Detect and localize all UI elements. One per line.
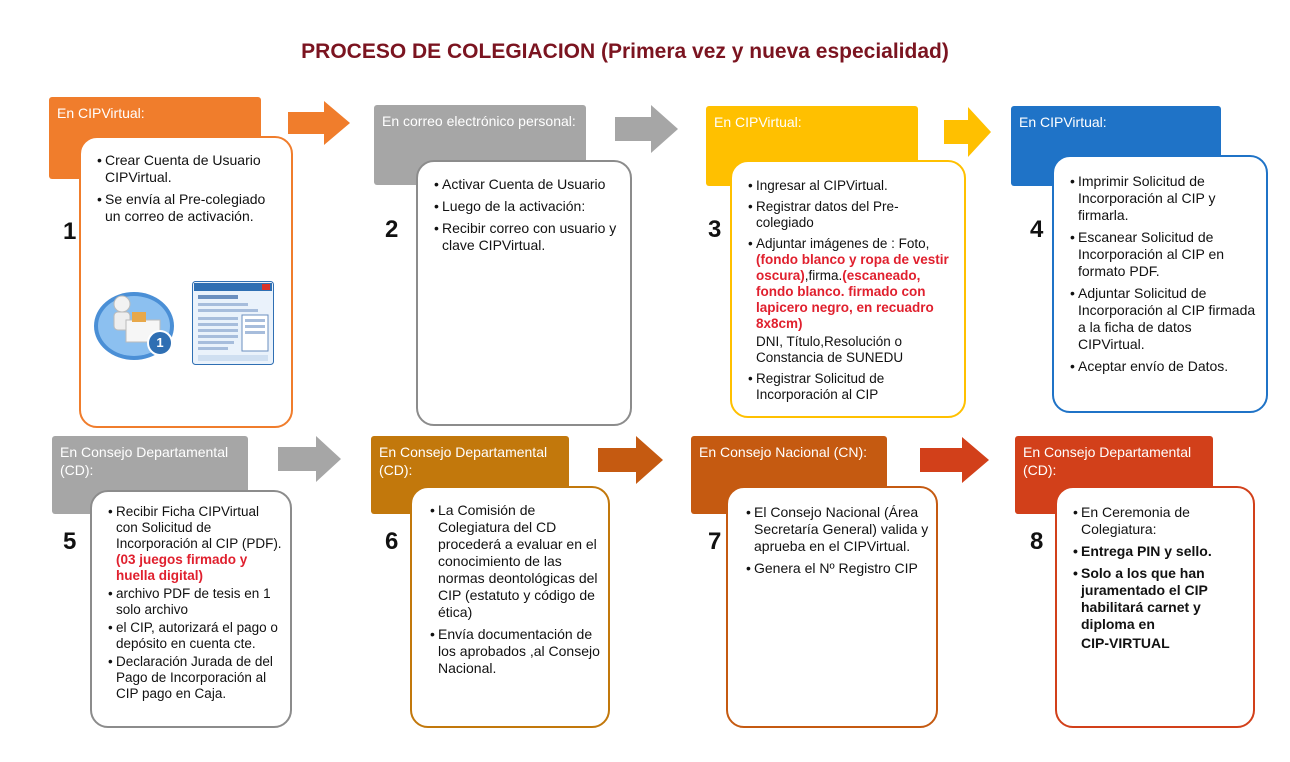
step-8-number: 8 [1030, 528, 1044, 555]
step-6-header-text: En Consejo Departamental (CD): [379, 444, 548, 478]
step-5-header-text: En Consejo Departamental (CD): [60, 444, 229, 478]
step-4-number: 4 [1030, 216, 1044, 243]
arrow-right-icon [920, 437, 989, 483]
step-6-item: La Comisión de Colegiatura del CD proced… [430, 502, 602, 621]
step-8-item: Solo a los que han juramentado el CIP ha… [1073, 565, 1247, 633]
step-3-item: Adjuntar imágenes de : Foto, (fondo blan… [748, 236, 956, 332]
step-7-number: 7 [708, 528, 722, 555]
step-5-highlight: (03 juegos firmado y huella digital) [116, 552, 248, 583]
step-2-item: Luego de la activación: [434, 198, 620, 215]
step-4-item: Adjuntar Solicitud de Incorporación al C… [1070, 285, 1258, 353]
step-3-number: 3 [708, 216, 722, 243]
step-7-card: El Consejo Nacional (Área Secretaría Gen… [726, 486, 938, 728]
step-7-item: Genera el Nº Registro CIP [746, 560, 930, 577]
step-5-item: el CIP, autorizará el pago o depósito en… [108, 620, 284, 652]
step-2-item: Activar Cuenta de Usuario [434, 176, 620, 193]
step-1-item: Se envía al Pre-colegiado un correo de a… [97, 191, 281, 225]
step-4-item: Escanear Solicitud de Incorporación al C… [1070, 229, 1258, 280]
step-4-header-text: En CIPVirtual: [1019, 114, 1107, 130]
step-3-highlight: (fondo blanco y ropa de vestir oscura) [756, 252, 949, 283]
step-8-card: En Ceremonia de Colegiatura: Entrega PIN… [1055, 486, 1255, 728]
step-2-number: 2 [385, 216, 399, 243]
step-6-item: Envía documentación de los aprobados ,al… [430, 626, 602, 677]
step-8-item: Entrega PIN y sello. [1073, 543, 1247, 560]
step-8-item: En Ceremonia de Colegiatura: [1073, 504, 1247, 538]
step-5-item: Declaración Jurada de del Pago de Incorp… [108, 654, 284, 702]
step-7-item: El Consejo Nacional (Área Secretaría Gen… [746, 504, 930, 555]
arrow-right-icon [944, 107, 991, 157]
step-8-item-continuation: CIP-VIRTUAL [1081, 635, 1170, 651]
step-2-header-text: En correo electrónico personal: [382, 113, 576, 129]
step-4-card: Imprimir Solicitud de Incorporación al C… [1052, 155, 1268, 413]
step-8-header-text: En Consejo Departamental (CD): [1023, 444, 1192, 478]
step-3-item: Registrar Solicitud de Incorporación al … [748, 371, 956, 403]
step-3-item: Ingresar al CIPVirtual. [748, 178, 956, 194]
step-5-card: Recibir Ficha CIPVirtual con Solicitud d… [90, 490, 292, 728]
web-form-screenshot [192, 281, 274, 365]
step-3-item-text: Adjuntar imágenes de : Foto, [756, 236, 930, 251]
step-3-item-continuation: DNI, Título,Resolución o Constancia de S… [756, 334, 904, 365]
step-5-item-text: Recibir Ficha CIPVirtual con Solicitud d… [116, 504, 282, 551]
step-5-item: Recibir Ficha CIPVirtual con Solicitud d… [108, 504, 284, 584]
step-7-header-text: En Consejo Nacional (CN): [699, 444, 868, 460]
step-1-card: Crear Cuenta de Usuario CIPVirtual. Se e… [79, 136, 293, 428]
step-5-item: archivo PDF de tesis en 1 solo archivo [108, 586, 284, 618]
arrow-right-icon [598, 436, 663, 484]
step-6-number: 6 [385, 528, 399, 555]
diagram-title: PROCESO DE COLEGIACION (Primera vez y nu… [301, 40, 949, 63]
step-2-card: Activar Cuenta de Usuario Luego de la ac… [416, 160, 632, 426]
step-3-highlight: (escaneado, fondo blanco. firmado con la… [756, 268, 934, 331]
step-2-item: Recibir correo con usuario y clave CIPVi… [434, 220, 620, 254]
step-3-header-text: En CIPVirtual: [714, 114, 802, 130]
step-1-number: 1 [63, 218, 77, 245]
step-badge: 1 [147, 330, 173, 356]
step-3-card: Ingresar al CIPVirtual. Registrar datos … [730, 160, 966, 418]
step-4-item: Aceptar envío de Datos. [1070, 358, 1258, 375]
step-3-item-text: ,firma. [804, 268, 843, 283]
step-1-header-text: En CIPVirtual: [57, 105, 145, 121]
step-6-card: La Comisión de Colegiatura del CD proced… [410, 486, 610, 728]
arrow-right-icon [278, 436, 341, 482]
arrow-right-icon [288, 101, 350, 145]
step-1-item: Crear Cuenta de Usuario CIPVirtual. [97, 152, 281, 186]
step-3-item: Registrar datos del Pre-colegiado [748, 199, 956, 231]
arrow-right-icon [615, 105, 678, 153]
step-5-number: 5 [63, 528, 77, 555]
step-4-item: Imprimir Solicitud de Incorporación al C… [1070, 173, 1258, 224]
